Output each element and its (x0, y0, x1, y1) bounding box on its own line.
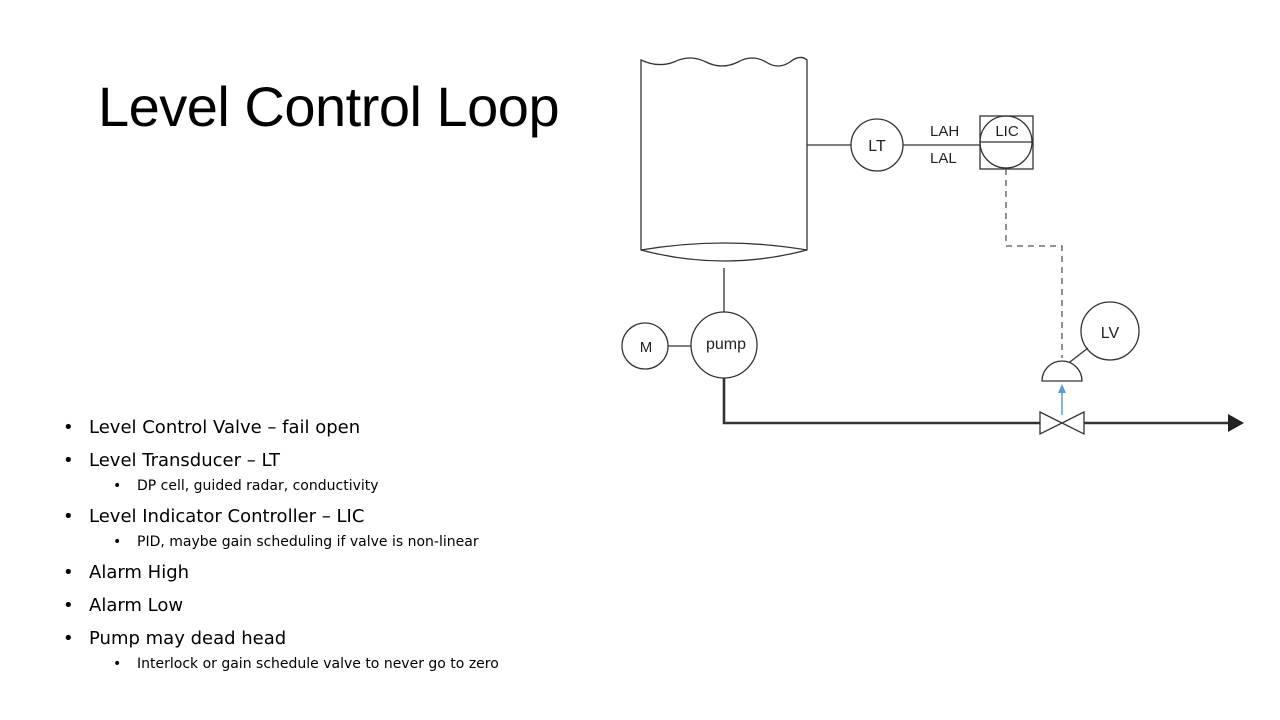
bullet-valve: Level Control Valve – fail open (62, 416, 622, 440)
outlet-arrow (1228, 414, 1244, 432)
pump (690, 311, 758, 379)
bullet-alarm-high: Alarm High (62, 561, 622, 585)
tank (640, 56, 808, 262)
slide-title: Level Control Loop (98, 75, 560, 138)
bullet-alarm-low: Alarm Low (62, 594, 622, 618)
control-valve (1039, 410, 1085, 436)
tank-bottom-line (640, 242, 808, 251)
bullet-controller-detail: PID, maybe gain scheduling if valve is n… (62, 532, 622, 552)
lic-label: LIC (995, 123, 1019, 140)
valve-stem-arrow (1058, 384, 1066, 393)
bullet-pump-detail: Interlock or gain schedule valve to neve… (62, 654, 622, 674)
bullet-pump: Pump may dead head (62, 627, 622, 651)
bullet-list: Level Control Valve – fail open Level Tr… (62, 416, 622, 674)
bullet-transducer: Level Transducer – LT (62, 449, 622, 473)
motor-label: M (640, 339, 653, 356)
bullet-transducer-detail: DP cell, guided radar, conductivity (62, 476, 622, 496)
process-line (722, 377, 1040, 425)
lv-instrument (1080, 301, 1140, 361)
valve-actuator (1041, 360, 1083, 382)
lt-label: LT (868, 138, 886, 155)
lv-label: LV (1101, 325, 1120, 342)
lal-label: LAL (930, 150, 957, 167)
pump-label: pump (706, 336, 746, 353)
lah-label: LAH (930, 123, 959, 140)
bullet-controller: Level Indicator Controller – LIC (62, 505, 622, 529)
control-signal-line (1005, 169, 1063, 358)
